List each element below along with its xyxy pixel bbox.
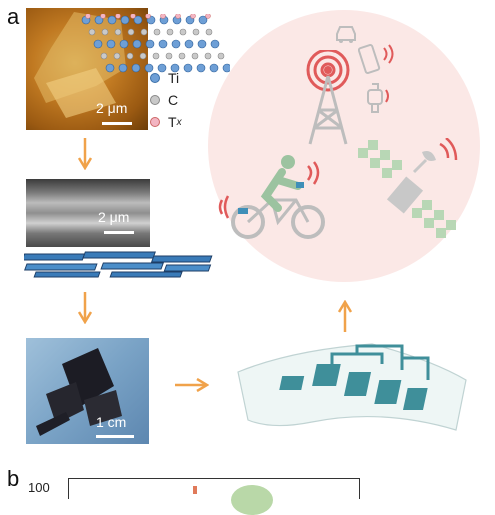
panel-b-frame	[68, 478, 360, 499]
arrow-down-icon-2	[78, 292, 92, 324]
atom	[107, 15, 117, 25]
legend-ti-label: Ti	[168, 70, 180, 86]
smartwatch-icon	[367, 83, 389, 113]
atom	[197, 39, 207, 49]
atom	[158, 39, 168, 49]
atom	[126, 52, 134, 60]
atom	[165, 52, 173, 60]
termination-atom	[205, 14, 211, 19]
atom	[153, 28, 161, 36]
atom	[106, 39, 116, 49]
legend-tx-label: T	[168, 114, 177, 130]
termination-atom	[115, 14, 121, 19]
atom	[209, 63, 219, 73]
termination-atom	[175, 14, 181, 19]
atom	[88, 28, 96, 36]
atom	[171, 39, 181, 49]
ti-dot-icon	[150, 73, 160, 83]
panel-b-label: b	[7, 466, 20, 491]
atom	[157, 63, 167, 73]
atom	[217, 52, 225, 60]
atom	[196, 63, 206, 73]
atom	[210, 39, 220, 49]
atom	[184, 39, 194, 49]
cyclist-icon	[218, 155, 325, 239]
atom	[139, 52, 147, 60]
legend-ti: Ti	[150, 70, 179, 86]
sem-cross-section-image: 2 μm	[26, 179, 150, 247]
atom	[183, 63, 193, 73]
atom	[204, 52, 212, 60]
atom	[105, 63, 115, 73]
atom	[179, 28, 187, 36]
termination-atom	[130, 14, 136, 19]
axis-tick-label: 100	[28, 480, 50, 495]
legend-tx-sub: x	[176, 116, 182, 128]
sem-scale-bar	[104, 231, 134, 234]
atom	[119, 39, 129, 49]
atom	[101, 28, 109, 36]
atom	[114, 28, 122, 36]
atom	[145, 39, 155, 49]
atom	[140, 28, 148, 36]
afm-scale-bar	[102, 122, 132, 125]
atom	[133, 15, 143, 25]
legend-c: C	[150, 92, 178, 108]
atom	[131, 63, 141, 73]
photo-scale-bar	[96, 435, 134, 438]
tower-icon	[306, 50, 350, 145]
atom	[93, 39, 103, 49]
photo-scale-label: 1 cm	[96, 414, 127, 430]
afm-scale-label: 2 μm	[96, 100, 128, 116]
atom	[100, 52, 108, 60]
c-dot-icon	[150, 95, 160, 105]
panel-b-blob	[231, 485, 273, 515]
atom	[170, 63, 180, 73]
termination-atom	[160, 14, 166, 19]
atom	[152, 52, 160, 60]
atom	[132, 39, 142, 49]
termination-atom	[145, 14, 151, 19]
afm-image: 2 μm	[26, 8, 148, 130]
arrow-right-icon	[175, 378, 209, 392]
mxene-structure-icon	[81, 14, 230, 73]
flexible-film-icon	[237, 343, 467, 431]
atom	[113, 52, 121, 60]
atom	[144, 63, 154, 73]
atom	[120, 15, 130, 25]
panel-a-label: a	[7, 4, 20, 29]
termination-atom	[85, 14, 91, 19]
atom	[118, 63, 128, 73]
car-icon	[336, 26, 356, 43]
atom	[178, 52, 186, 60]
atom	[127, 28, 135, 36]
atom	[222, 63, 230, 73]
panel-b-mark	[193, 486, 197, 494]
arrow-up-icon	[338, 300, 352, 332]
atom	[192, 28, 200, 36]
atom	[198, 15, 208, 25]
sem-scale-label: 2 μm	[98, 209, 130, 225]
termination-atom	[190, 14, 196, 19]
stacked-flakes-icon	[24, 251, 213, 278]
atom	[205, 28, 213, 36]
satellite-icon	[358, 138, 458, 238]
arrow-down-icon-1	[78, 138, 92, 170]
atom	[191, 52, 199, 60]
atom	[166, 28, 174, 36]
phone-icon	[358, 43, 394, 75]
termination-atom	[100, 14, 106, 19]
legend-c-label: C	[168, 92, 179, 108]
atom	[94, 15, 104, 25]
device-photo: 1 cm	[26, 338, 149, 444]
tx-dot-icon	[150, 117, 160, 127]
